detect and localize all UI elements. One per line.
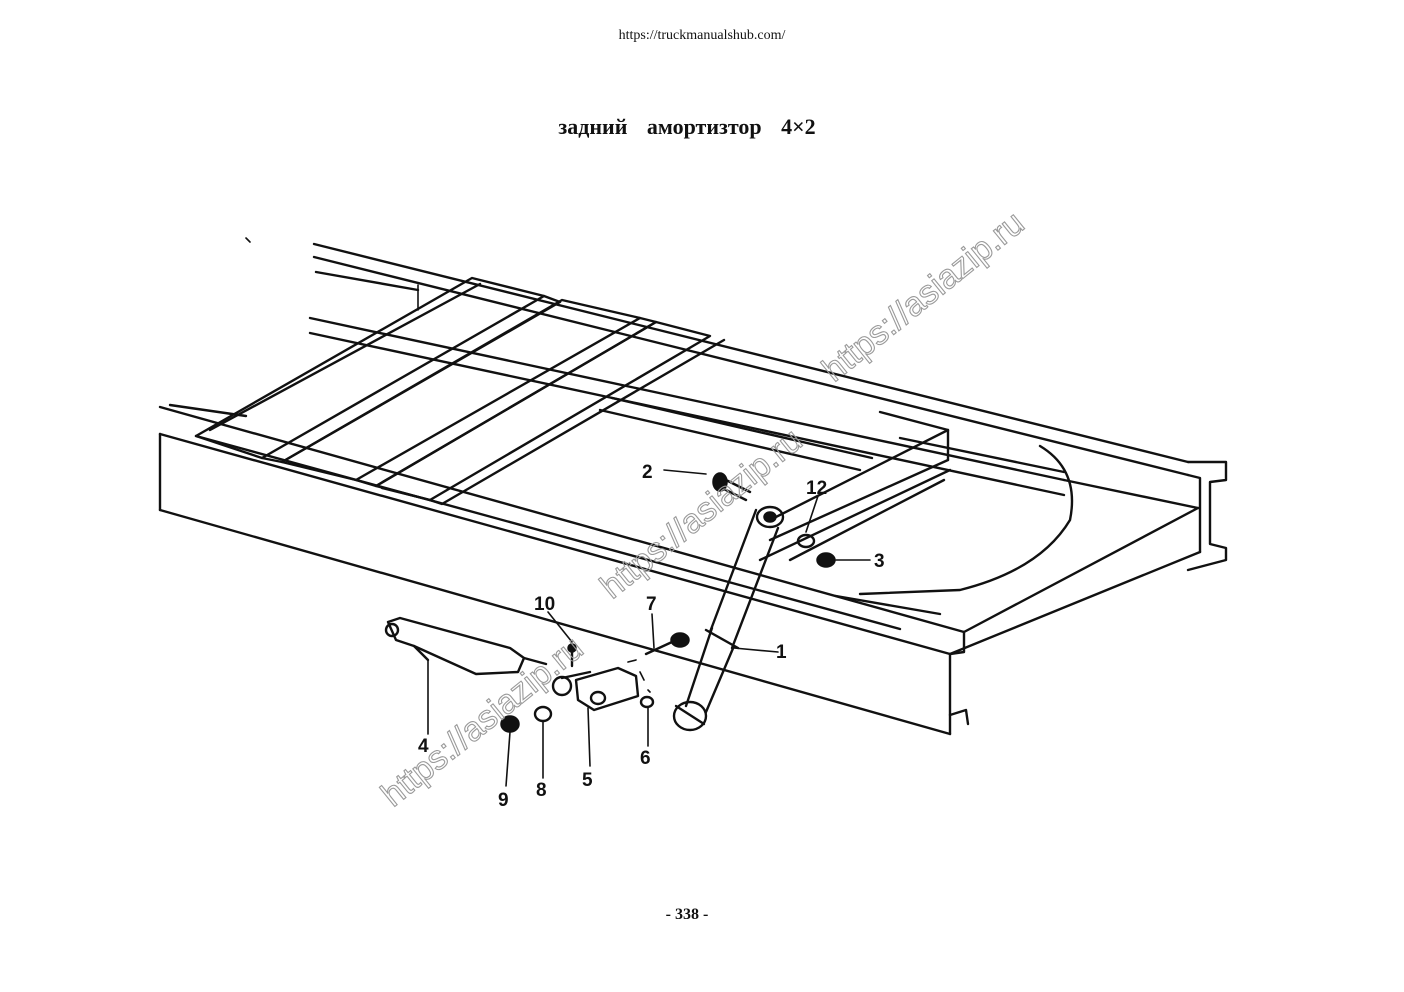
callout-4: 4 <box>418 736 429 757</box>
callout-9: 9 <box>498 790 509 811</box>
hardware-parts <box>384 472 836 733</box>
page-title: задний амортизтор 4×2 <box>558 114 816 139</box>
page-number: - 338 - <box>665 906 709 923</box>
callout-2: 2 <box>642 462 653 483</box>
callouts: 1 2 3 4 5 6 7 8 9 10 12 <box>418 462 885 811</box>
leader-lines <box>427 469 871 787</box>
callout-6: 6 <box>640 748 651 769</box>
callout-5: 5 <box>582 770 593 791</box>
callout-1: 1 <box>776 642 787 663</box>
source-url: https://truckmanualshub.com/ <box>618 28 786 43</box>
watermark: https://asiazip.ru <box>815 204 1031 389</box>
callout-12: 12 <box>806 478 827 499</box>
cross-members <box>194 276 1074 616</box>
callout-8: 8 <box>536 780 547 801</box>
chassis-frame <box>158 237 1228 736</box>
watermark: https://asiazip.ru <box>374 629 590 814</box>
shock-absorber <box>672 505 785 732</box>
callout-10: 10 <box>534 594 555 615</box>
callout-3: 3 <box>874 551 885 572</box>
callout-7: 7 <box>646 594 657 615</box>
